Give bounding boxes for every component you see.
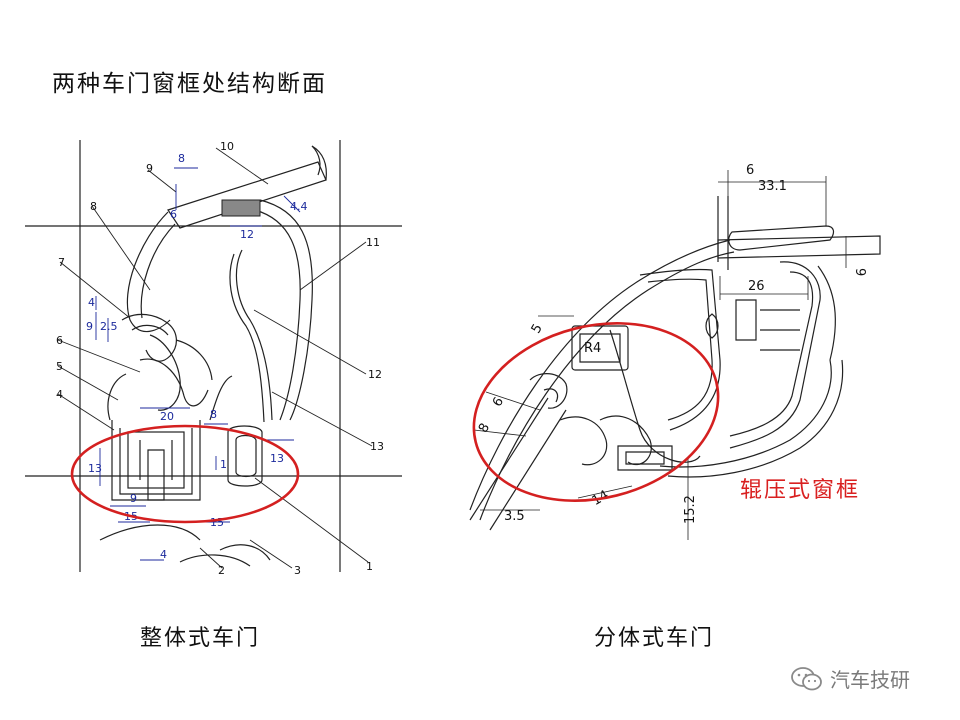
caption-integral-door: 整体式车门	[140, 626, 261, 651]
dimension-label: 26	[748, 279, 765, 294]
part-number-1: 1	[366, 560, 373, 573]
part-number-12: 12	[368, 368, 382, 381]
watermark-text: 汽车技研	[830, 668, 910, 692]
part-number-10: 10	[220, 140, 234, 153]
part-number-2: 2	[218, 564, 225, 577]
highlight-ellipse-left	[70, 424, 300, 524]
dimension-label: 20	[160, 410, 174, 423]
part-number-3: 3	[294, 564, 301, 577]
dimension-label: 12	[240, 228, 254, 241]
part-number-5: 5	[56, 360, 63, 373]
dimension-label: 8	[210, 408, 217, 421]
dimension-label: 6	[746, 163, 754, 178]
page-title: 两种车门窗框处结构断面	[52, 71, 327, 97]
dimension-label: 15	[210, 516, 224, 529]
roll-formed-frame-label: 辊压式窗框	[740, 478, 861, 503]
part-number-4: 4	[56, 388, 63, 401]
dimension-label: 9	[86, 320, 93, 333]
dimension-label: 4	[88, 296, 95, 309]
dimension-label: 13	[270, 452, 284, 465]
watermark: 汽车技研	[790, 664, 910, 693]
dimension-label: 4	[160, 548, 167, 561]
dimension-label: 9	[852, 268, 867, 276]
split-door-section-diagram: 6 33.1 9 26 R4 5 6 8 3.5 14 15.2	[469, 163, 881, 540]
dimension-label: 5	[529, 322, 546, 337]
dimension-label: 13	[88, 462, 102, 475]
dimension-label: 9	[130, 492, 137, 505]
wechat-icon	[791, 666, 822, 690]
dimension-label: 8	[476, 421, 493, 436]
dimension-label: 6	[170, 208, 177, 221]
part-number-8: 8	[90, 200, 97, 213]
dimension-label: 8	[178, 152, 185, 165]
dimension-label: 33.1	[758, 179, 787, 194]
dimension-label: R4	[584, 341, 601, 356]
caption-split-door: 分体式车门	[594, 626, 715, 651]
dimension-label: 15.2	[683, 495, 698, 524]
part-number-11: 11	[366, 236, 380, 249]
part-number-9: 9	[146, 162, 153, 175]
part-number-7: 7	[58, 256, 65, 269]
dimension-label: 3.5	[504, 509, 525, 524]
dimension-label: 4.4	[290, 200, 308, 213]
dimension-label: 2.5	[100, 320, 118, 333]
part-number-13: 13	[370, 440, 384, 453]
dimension-label: 6	[490, 395, 507, 410]
part-number-6: 6	[56, 334, 63, 347]
integral-door-section-diagram: 1 2 3 4 5 6 7 8 9 10 11 12 13 8 6 12 4.4…	[25, 140, 402, 577]
dimension-label: 1	[220, 458, 227, 471]
highlight-ellipse-right	[472, 322, 720, 502]
